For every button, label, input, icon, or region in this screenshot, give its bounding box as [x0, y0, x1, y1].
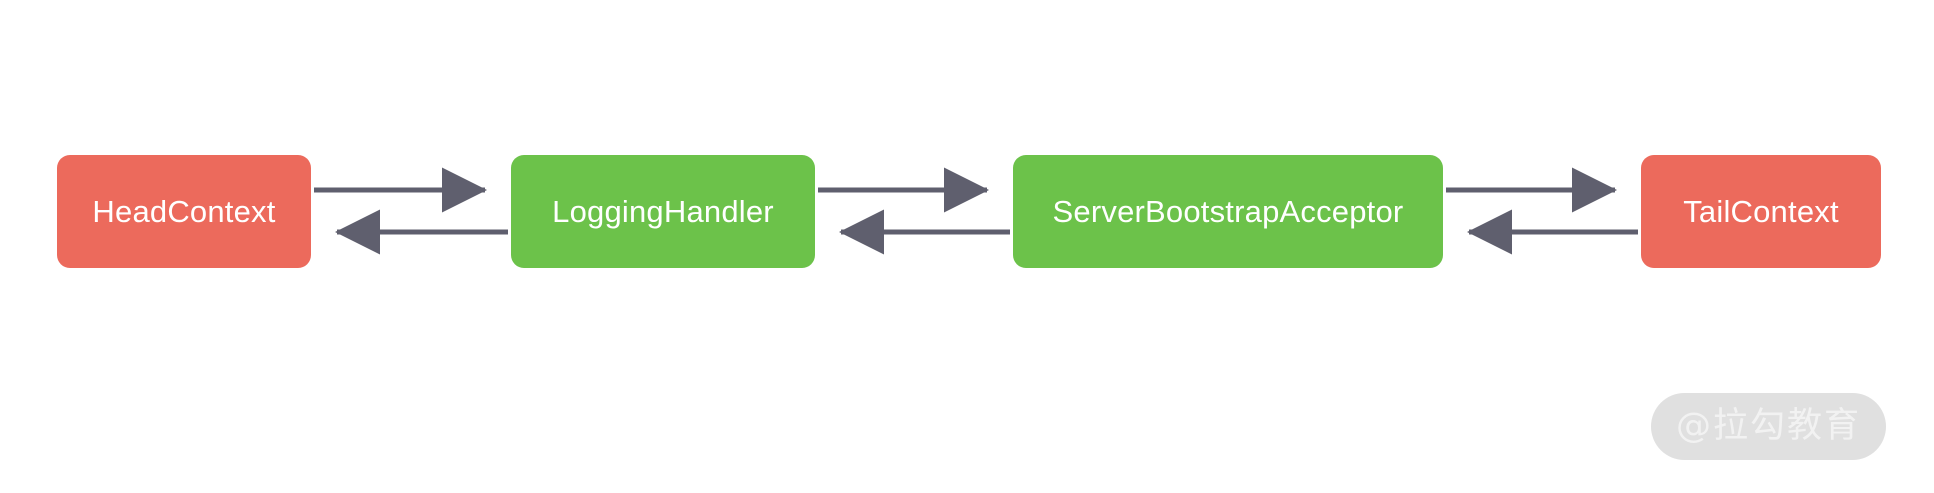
node-server-bootstrap-acceptor-label: ServerBootstrapAcceptor	[1052, 194, 1404, 229]
node-tail-context[interactable]: TailContext	[1641, 155, 1881, 268]
watermark-badge: @拉勾教育	[1651, 393, 1886, 460]
node-logging-handler[interactable]: LoggingHandler	[511, 155, 815, 268]
node-tail-context-label: TailContext	[1683, 194, 1839, 229]
node-logging-handler-label: LoggingHandler	[552, 194, 774, 229]
node-server-bootstrap-acceptor[interactable]: ServerBootstrapAcceptor	[1013, 155, 1443, 268]
node-head-context[interactable]: HeadContext	[57, 155, 311, 268]
node-head-context-label: HeadContext	[92, 194, 276, 229]
watermark-text: @拉勾教育	[1675, 406, 1861, 446]
